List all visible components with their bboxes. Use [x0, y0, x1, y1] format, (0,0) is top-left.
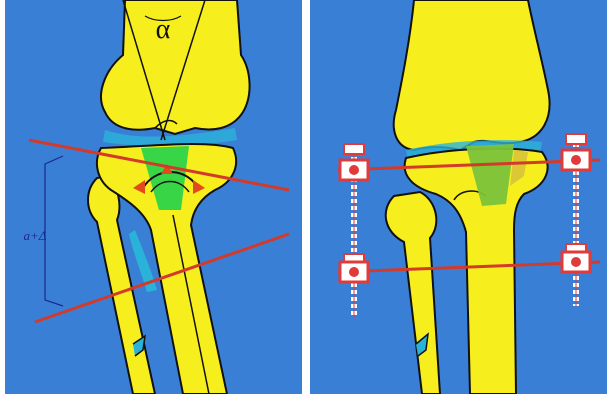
femur [101, 0, 250, 134]
femur [394, 0, 550, 150]
clamp-lower-left [340, 254, 368, 282]
distance-label: a+Δ [24, 228, 47, 243]
left-panel-osteotomy-plan: α a+Δ [5, 0, 302, 394]
clamp-upper-right [562, 134, 590, 170]
clamp-upper-left [340, 144, 368, 180]
right-panel-external-fixator [310, 0, 607, 394]
right-diagram [310, 0, 607, 394]
clamp-lower-right [562, 244, 590, 272]
left-diagram: α a+Δ [5, 0, 302, 394]
angle-symbol: α [156, 14, 171, 45]
